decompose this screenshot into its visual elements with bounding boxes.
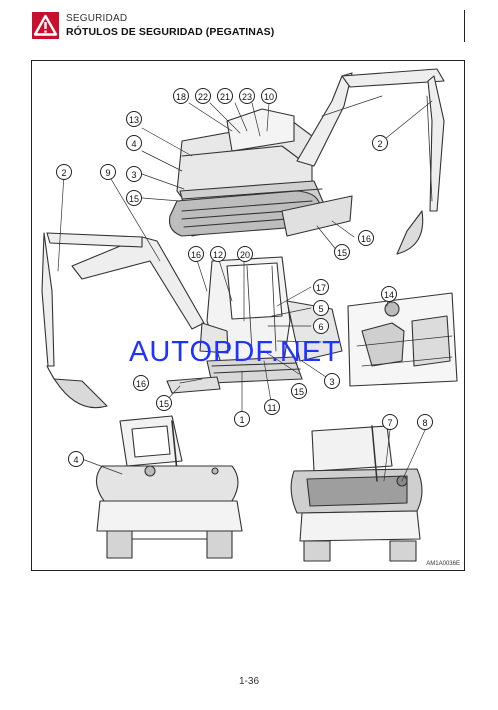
callout: 11 (264, 399, 280, 415)
callout: 3 (126, 166, 142, 182)
callout: 14 (381, 286, 397, 302)
callout: 15 (291, 383, 307, 399)
callout: 15 (126, 190, 142, 206)
callout: 4 (126, 135, 142, 151)
callout: 22 (195, 88, 211, 104)
callout: 18 (173, 88, 189, 104)
callout: 7 (382, 414, 398, 430)
top-excavator-drawing (168, 68, 445, 255)
callout: 2 (372, 135, 388, 151)
callout: 5 (313, 300, 329, 316)
callout: 15 (156, 395, 172, 411)
callout: 12 (210, 246, 226, 262)
page-number: 1-36 (238, 676, 259, 687)
rear-view-right-drawing (290, 425, 423, 562)
callout: 9 (100, 164, 116, 180)
callout: 1 (234, 411, 250, 427)
header-divider (464, 10, 465, 42)
callout: 17 (313, 279, 329, 295)
callout: 6 (313, 318, 329, 334)
callout: 4 (68, 451, 84, 467)
callout: 8 (417, 414, 433, 430)
excavator-illustration (41, 68, 458, 562)
callout: 10 (261, 88, 277, 104)
page-header: SEGURIDAD RÓTULOS DE SEGURIDAD (PEGATINA… (0, 0, 498, 46)
callout: 16 (133, 375, 149, 391)
callout: 13 (126, 111, 142, 127)
section-label: SEGURIDAD (66, 13, 128, 24)
callout: 15 (334, 244, 350, 260)
callout: 3 (324, 373, 340, 389)
page-title: RÓTULOS DE SEGURIDAD (PEGATINAS) (66, 26, 275, 38)
callout: 16 (188, 246, 204, 262)
safety-labels-figure: 18 22 21 23 10 13 4 3 15 2 16 15 9 2 16 … (31, 60, 465, 571)
warning-icon (32, 12, 59, 39)
callout: 23 (239, 88, 255, 104)
callout: 20 (237, 246, 253, 262)
callout: 16 (358, 230, 374, 246)
engine-detail-drawing (347, 292, 458, 387)
rear-view-left-drawing (95, 415, 243, 559)
callout: 2 (56, 164, 72, 180)
watermark-text: AUTOPDF.NET (129, 336, 341, 368)
callout: 21 (217, 88, 233, 104)
figure-code: AM1A0036E (426, 561, 460, 567)
